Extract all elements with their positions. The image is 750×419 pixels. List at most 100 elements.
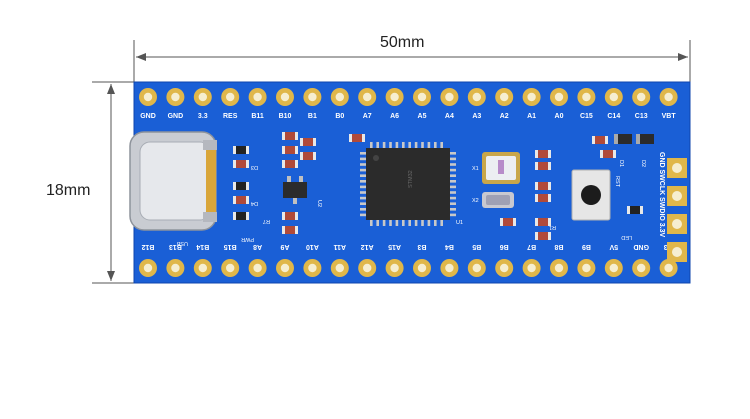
bottom-pin-hole (500, 263, 509, 273)
diodes (614, 134, 654, 144)
mcu-pin (360, 202, 366, 205)
mcu-chip (360, 142, 456, 226)
mcu-pin (421, 142, 424, 148)
mcu-pin (450, 163, 456, 166)
mcu-pin (450, 180, 456, 183)
debug-header-label: GND SWCLK SWDIO 3.3V (658, 152, 665, 238)
top-pin-label: RES (223, 113, 238, 120)
bottom-pin-label: A10 (306, 243, 319, 250)
top-pin-hole (390, 92, 399, 102)
mcu-pin (450, 208, 456, 211)
mcu-pin (360, 191, 366, 194)
mcu-pin (414, 142, 418, 148)
bottom-pin-label: A8 (253, 243, 262, 250)
chip-label: STM32 (408, 170, 414, 188)
mcu-pin (395, 142, 399, 148)
bottom-pin-hole (171, 263, 180, 273)
usb-label: USB (176, 240, 188, 246)
top-pin-label: B0 (335, 113, 344, 120)
bottom-pin-label: B9 (582, 243, 591, 250)
right-passives (500, 136, 643, 240)
voltage-regulator (283, 176, 307, 204)
top-pin-hole (637, 92, 646, 102)
d4-label: D4 (251, 200, 258, 206)
u1-label: U1 (456, 220, 463, 226)
top-pin-label: C15 (580, 113, 593, 120)
top-pin-hole (171, 92, 180, 102)
u2-label: U2 (316, 200, 322, 207)
top-pin-hole (417, 92, 427, 102)
mcu-pin (360, 174, 366, 177)
bottom-pin-hole (527, 263, 536, 273)
top-pin-hole (500, 92, 509, 102)
top-pin-hole (280, 92, 290, 102)
d3-label: D3 (251, 164, 258, 170)
mcu-pin (389, 220, 392, 226)
mcu-pin (360, 168, 366, 172)
mcu-pin (389, 142, 392, 148)
mcu-pin (414, 220, 418, 226)
mcu-pin (434, 220, 437, 226)
bottom-pin-hole (582, 263, 591, 273)
mcu-pin (360, 163, 366, 166)
top-pin-label: A1 (527, 113, 536, 120)
bottom-pin-label: A12 (361, 243, 374, 250)
mcu-pin (427, 142, 431, 148)
x2-label: X2 (472, 198, 479, 204)
led-label: LED (621, 234, 632, 240)
bottom-pin-hole (554, 263, 564, 273)
mcu-pin (421, 220, 424, 226)
mcu-pin (360, 208, 366, 211)
debug-pin-hole (672, 163, 682, 173)
mcu-pin (360, 185, 366, 189)
top-pin-label: A2 (500, 113, 509, 120)
mcu-pin (450, 196, 456, 200)
bottom-pin-label: B7 (527, 243, 536, 250)
bottom-pin-hole (363, 263, 372, 273)
top-pin-label: GND (140, 113, 156, 120)
top-pin-label: A5 (418, 113, 427, 120)
top-pin-label: C14 (607, 113, 620, 120)
top-pin-label: A0 (555, 113, 564, 120)
reset-button[interactable] (571, 169, 611, 221)
bottom-pin-label: B15 (224, 243, 237, 250)
mcu-pin (434, 142, 437, 148)
debug-pin-hole (672, 247, 682, 257)
bottom-pin-hole (417, 263, 427, 273)
rst-label: RST (614, 176, 620, 188)
r1-label: R1 (549, 224, 556, 230)
crystal-x2 (482, 192, 514, 208)
bottom-pin-label: B4 (445, 243, 454, 250)
mcu-pin (370, 220, 373, 226)
bottom-pin-label: B5 (472, 243, 481, 250)
top-pin-hole (582, 92, 591, 102)
top-pin-hole (226, 92, 235, 102)
mcu-pin (376, 220, 379, 226)
mcu-pin (360, 213, 366, 217)
height-dimension-label: 18mm (46, 182, 91, 199)
mcu-pin (360, 157, 366, 161)
width-dimension (133, 40, 691, 82)
mcu-pin (376, 142, 379, 148)
bottom-pin-hole (445, 263, 454, 273)
bottom-pin-hole (198, 263, 207, 273)
top-pin-hole (445, 92, 454, 102)
bottom-pin-label: B13 (169, 243, 182, 250)
top-pin-hole (253, 92, 262, 102)
mcu-pin (450, 213, 456, 217)
d1-label: D1 (618, 160, 624, 167)
width-dimension-label: 50mm (380, 34, 425, 51)
top-pin-label: GND (168, 113, 184, 120)
top-pin-label: A6 (390, 113, 399, 120)
bottom-pin-label: A9 (280, 243, 289, 250)
bottom-pin-hole (637, 263, 646, 273)
mcu-pin (382, 220, 386, 226)
pwr-label: PWR (241, 236, 254, 242)
x1-label: X1 (472, 166, 479, 172)
bottom-pin-label: B6 (500, 243, 509, 250)
mcu-pin (440, 220, 443, 226)
d2-label: D2 (640, 160, 646, 167)
